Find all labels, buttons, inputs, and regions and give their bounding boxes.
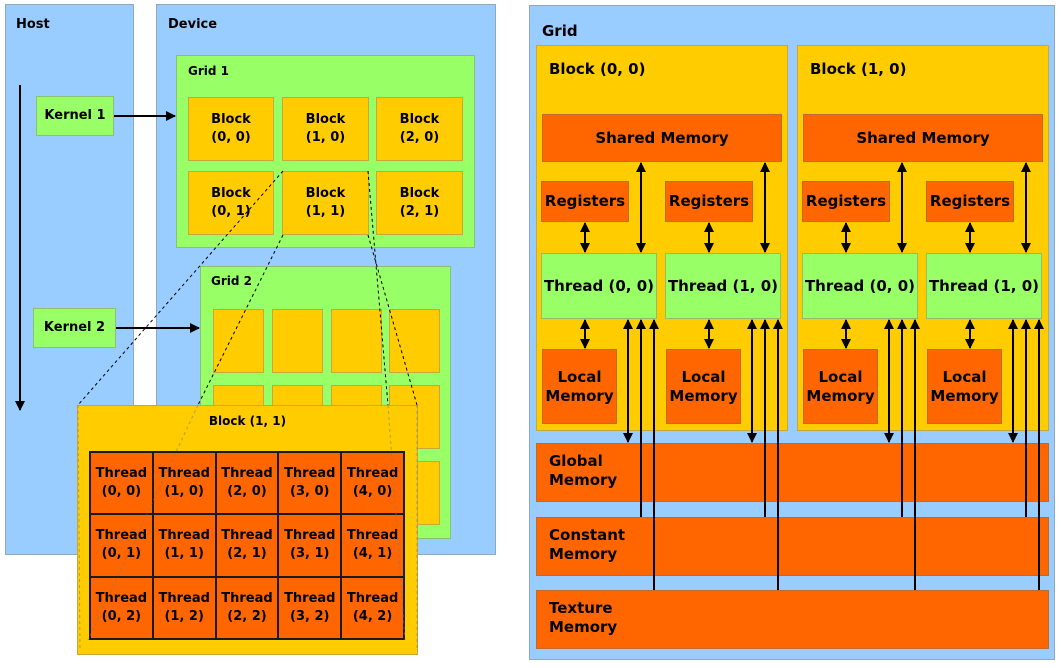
block-label: Block (1, 1) (305, 186, 346, 219)
registers: Registers (926, 181, 1014, 222)
local-memory-label: Local Memory (930, 367, 999, 405)
thread-cell: Thread (1, 2) (153, 577, 215, 638)
registers-label: Registers (929, 192, 1011, 210)
grid1-block-2-1: Block (2, 1) (376, 171, 463, 235)
thread-cell: Thread (2, 1) (216, 515, 278, 576)
thread-cell: Thread (3, 2) (279, 577, 341, 638)
grid1-block-0-0: Block (0, 0) (188, 97, 274, 161)
grid1-block-1-1: Block (1, 1) (282, 171, 369, 235)
host-label: Host (16, 17, 50, 32)
block-label: Block (1, 0) (305, 112, 346, 145)
texture-memory-label: Texture Memory (549, 599, 618, 636)
registers-label: Registers (544, 192, 626, 210)
local-memory: Local Memory (803, 349, 878, 424)
grid2-block (213, 309, 264, 373)
thread: Thread (1, 0) (665, 253, 781, 319)
block-label: Block (0, 1) (211, 186, 251, 219)
shared-memory-label: Shared Memory (856, 128, 990, 147)
thread-cell: Thread (2, 2) (216, 577, 278, 638)
thread: Thread (1, 0) (926, 253, 1042, 319)
grid2-block (272, 309, 323, 373)
local-memory-label: Local Memory (806, 367, 875, 405)
thread-cell: Thread (0, 1) (91, 515, 152, 576)
thread-cell: Thread (2, 0) (216, 453, 278, 514)
grid1-block-2-0: Block (2, 0) (376, 97, 463, 161)
constant-memory: Constant Memory (536, 517, 1049, 576)
local-memory-label: Local Memory (669, 367, 738, 405)
thread-cell: Thread (1, 0) (153, 453, 215, 514)
shared-memory: Shared Memory (803, 114, 1043, 162)
grid2-block (331, 309, 382, 373)
thread-cell: Thread (1, 1) (153, 515, 215, 576)
global-memory-label: Global Memory (549, 452, 618, 489)
registers-label: Registers (668, 192, 750, 210)
constant-memory-label: Constant Memory (549, 526, 626, 563)
registers: Registers (802, 181, 890, 222)
shared-memory-label: Shared Memory (595, 128, 729, 147)
thread-cell: Thread (0, 0) (91, 453, 152, 514)
registers-label: Registers (805, 192, 887, 210)
local-memory: Local Memory (542, 349, 617, 424)
grid-2-label: Grid 2 (211, 274, 252, 288)
thread-cell: Thread (3, 0) (279, 453, 341, 514)
block-label: Block (2, 1) (399, 186, 440, 219)
thread-label: Thread (1, 0) (928, 276, 1040, 295)
thread-label: Thread (0, 0) (543, 276, 655, 295)
block-detail-label: Block (1, 1) (208, 414, 287, 428)
thread-cell: Thread (4, 2) (342, 577, 403, 638)
thread-label: Thread (1, 0) (667, 276, 779, 295)
kernel-1-label: Kernel 1 (44, 108, 106, 123)
local-memory: Local Memory (927, 349, 1002, 424)
local-memory: Local Memory (666, 349, 741, 424)
block-label: Block (1, 0) (810, 60, 907, 78)
registers: Registers (541, 181, 629, 222)
block-label: Block (2, 0) (399, 112, 440, 145)
thread: Thread (0, 0) (541, 253, 657, 319)
grid-1-label: Grid 1 (188, 64, 229, 78)
device-label: Device (168, 17, 218, 32)
registers: Registers (665, 181, 753, 222)
kernel-1: Kernel 1 (36, 96, 114, 136)
thread-label: Thread (0, 0) (804, 276, 916, 295)
thread-cell: Thread (4, 0) (342, 453, 403, 514)
block-label: Block (0, 0) (549, 60, 646, 78)
grid1-block-1-0: Block (1, 0) (282, 97, 369, 161)
thread-cell: Thread (3, 1) (279, 515, 341, 576)
local-memory-label: Local Memory (545, 367, 614, 405)
grid2-block (389, 309, 440, 373)
kernel-2: Kernel 2 (33, 308, 116, 348)
thread-grid: Thread (0, 0)Thread (1, 0)Thread (2, 0)T… (89, 451, 405, 640)
thread-cell: Thread (4, 1) (342, 515, 403, 576)
texture-memory: Texture Memory (536, 590, 1049, 649)
shared-memory: Shared Memory (542, 114, 782, 162)
grid1-block-0-1: Block (0, 1) (188, 171, 274, 235)
block-label: Block (0, 0) (211, 112, 251, 145)
thread-cell: Thread (0, 2) (91, 577, 152, 638)
thread: Thread (0, 0) (802, 253, 918, 319)
grid-label: Grid (542, 22, 578, 40)
global-memory: Global Memory (536, 443, 1049, 502)
kernel-2-label: Kernel 2 (43, 320, 106, 335)
